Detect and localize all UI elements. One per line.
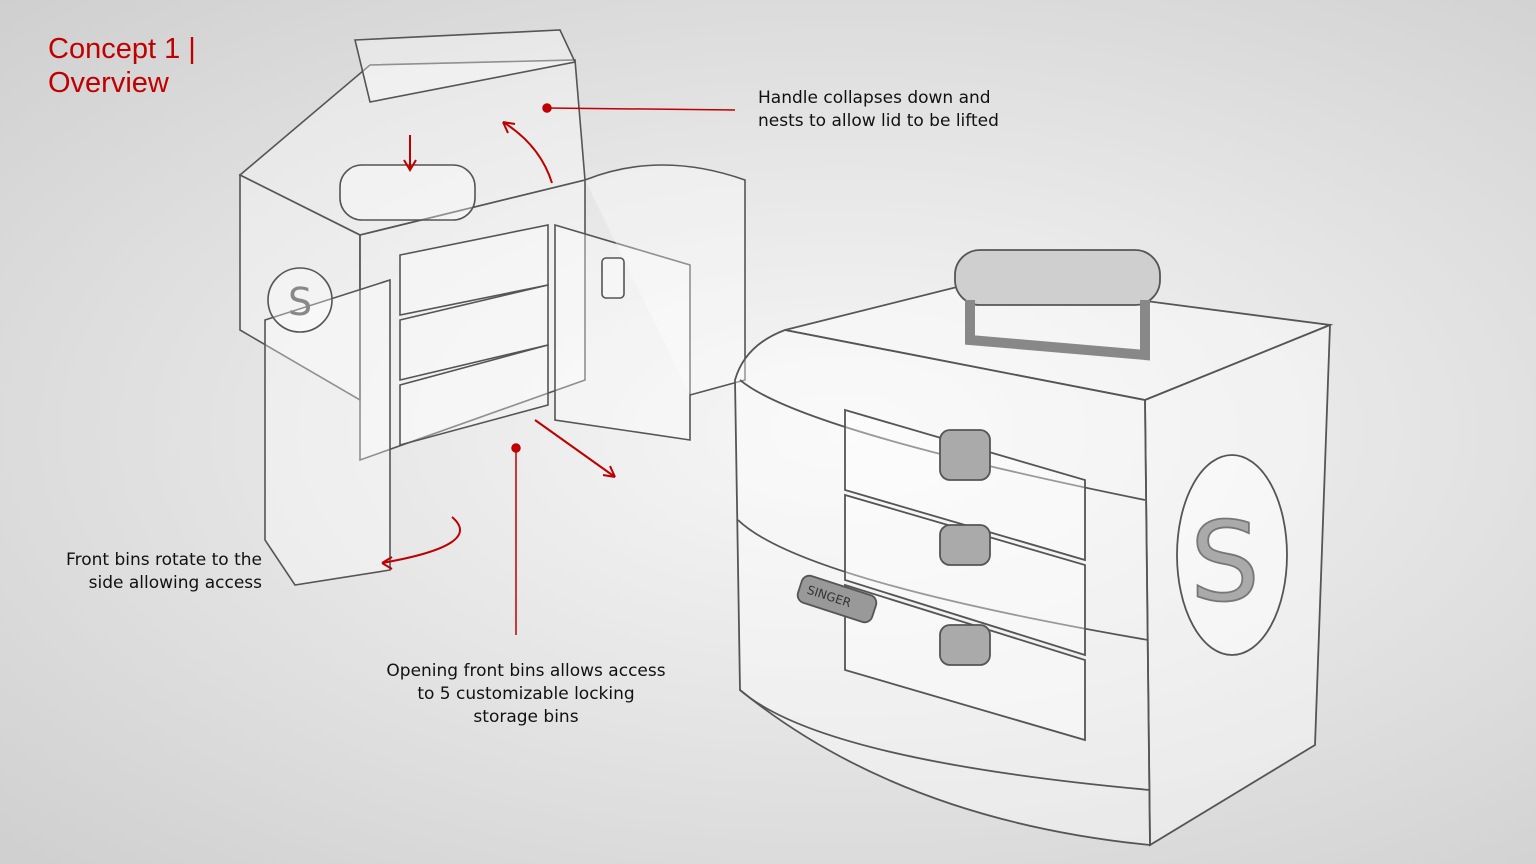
note-line: to 5 customizable locking <box>417 684 635 704</box>
note-line: storage bins <box>473 707 579 727</box>
title-line-1: Concept 1 | <box>48 33 196 65</box>
opening-annotation: Opening front bins allows access to 5 cu… <box>366 660 686 729</box>
open-box-sketch: S <box>238 29 746 586</box>
logo-letter: S <box>288 280 312 324</box>
note-line: Front bins rotate to the <box>66 550 262 570</box>
note-line: nests to allow lid to be lifted <box>758 111 999 131</box>
note-line: side allowing access <box>88 573 262 593</box>
closed-box-sketch: S SINGER <box>734 249 1334 847</box>
title-line-2: Overview <box>48 67 169 99</box>
handle-annotation: Handle collapses down and nests to allow… <box>758 87 999 133</box>
logo-letter: S <box>1190 498 1260 626</box>
note-line: Handle collapses down and <box>758 88 991 108</box>
rotate-annotation: Front bins rotate to the side allowing a… <box>40 549 262 595</box>
annotation-lines <box>381 103 736 635</box>
singer-badge: SINGER <box>796 574 878 624</box>
page-title: Concept 1 | Overview <box>48 32 196 100</box>
note-line: Opening front bins allows access <box>386 661 666 681</box>
